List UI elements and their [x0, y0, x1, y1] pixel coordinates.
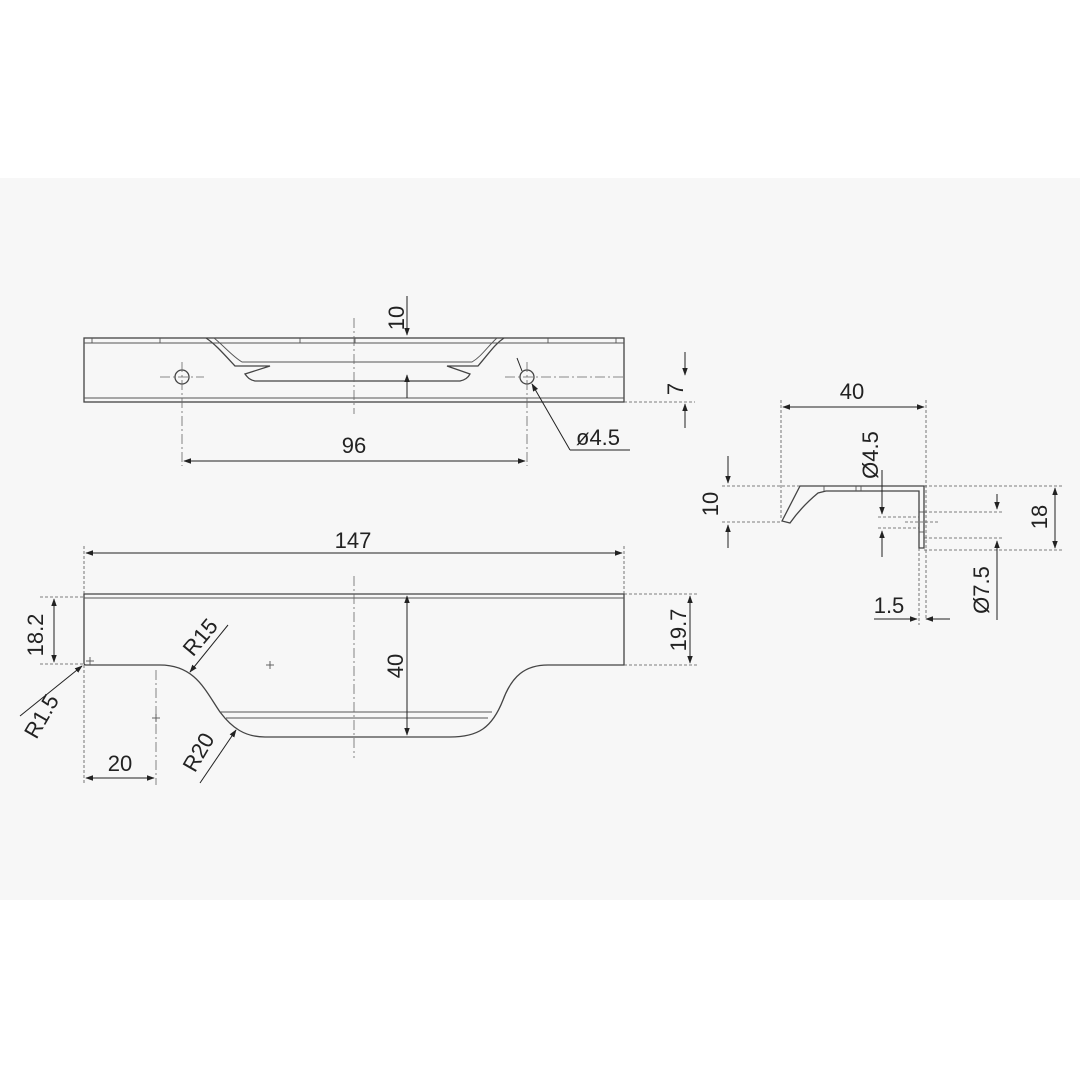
dim-hole-diameter: ø4.5 — [516, 357, 630, 451]
top-view-recess — [205, 337, 505, 382]
top-view: 10 7 96 ø4.5 — [83, 296, 695, 466]
dim-height: 40 — [383, 595, 410, 736]
dim-lip-label: 10 — [698, 492, 723, 516]
center-marks — [86, 657, 274, 722]
dim-hole-spacing: 96 — [183, 433, 526, 464]
front-view: 147 40 18.2 19.7 — [19, 528, 697, 785]
dim-counterbore-label: Ø7.5 — [969, 566, 994, 614]
dim-inset-label: 20 — [108, 751, 132, 776]
dim-hole-spacing-label: 96 — [342, 433, 366, 458]
dim-thickness: 1.5 — [874, 548, 950, 625]
dim-hole-offset-label: 7 — [663, 383, 688, 395]
dim-upper-height: 18.2 — [23, 596, 84, 665]
dim-side-hole-label: Ø4.5 — [858, 431, 883, 479]
dim-upper-height-label: 18.2 — [23, 614, 48, 657]
dim-total: 18 — [924, 485, 1062, 551]
dim-counterbore: Ø7.5 — [924, 494, 1003, 620]
dim-upper-radius: R15 — [178, 614, 229, 673]
dim-side-depth: 40 — [780, 379, 927, 620]
dim-upper-radius-label: R15 — [178, 614, 223, 661]
top-view-holes — [160, 318, 624, 466]
dim-hole-offset: 7 — [624, 352, 695, 428]
dim-inset: 20 — [83, 665, 155, 785]
dim-overall-length: 147 — [83, 528, 625, 594]
dim-height-label: 40 — [383, 654, 408, 678]
dim-total-label: 18 — [1027, 505, 1052, 529]
dim-hole-diameter-label: ø4.5 — [576, 425, 620, 450]
front-view-outline — [83, 593, 625, 738]
dim-lip: 10 — [698, 456, 800, 548]
dim-right-height-label: 19.7 — [666, 609, 691, 652]
background-band — [0, 178, 1080, 900]
dim-top-depth-label: 10 — [384, 306, 409, 330]
dim-side-hole: Ø4.5 — [858, 431, 919, 557]
dim-lower-radius: R20 — [178, 729, 237, 784]
dim-top-depth: 10 — [384, 296, 410, 398]
dim-corner-radius: R1.5 — [19, 665, 83, 743]
side-view: 40 10 18 Ø4.5 — [698, 379, 1062, 625]
dim-corner-radius-label: R1.5 — [19, 690, 64, 743]
dim-right-height: 19.7 — [624, 593, 697, 666]
dim-overall-length-label: 147 — [335, 528, 372, 553]
side-view-profile — [781, 485, 925, 549]
dim-side-depth-label: 40 — [840, 379, 864, 404]
dim-lower-radius-label: R20 — [178, 729, 220, 776]
dim-thickness-label: 1.5 — [874, 593, 905, 618]
